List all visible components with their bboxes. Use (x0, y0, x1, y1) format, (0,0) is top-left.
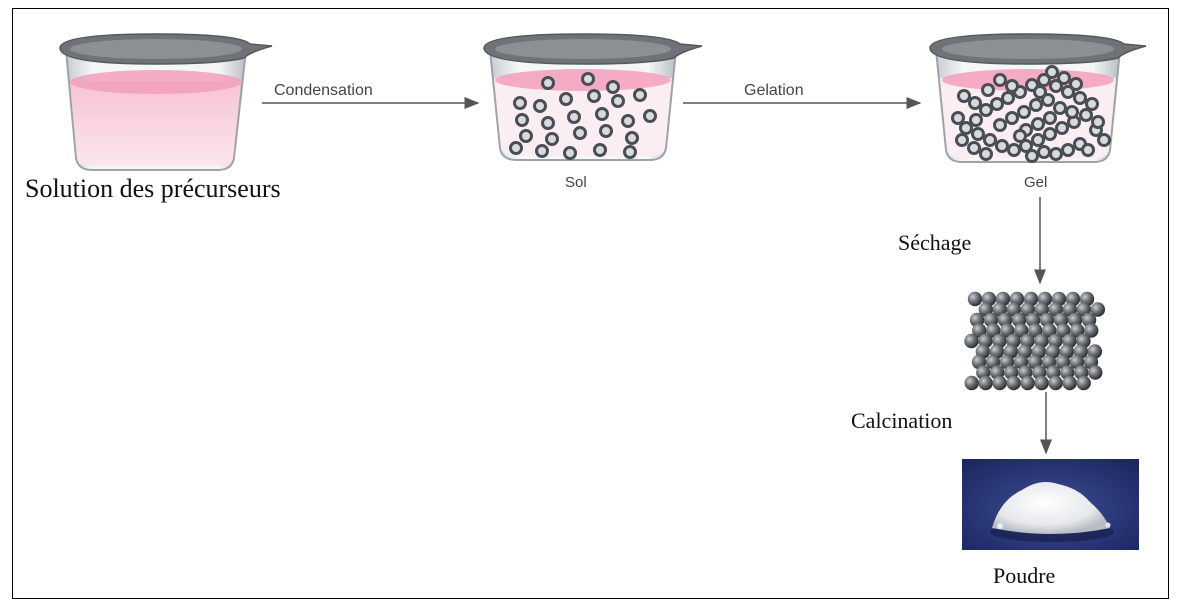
sol-particle (521, 131, 532, 142)
gel-particle (1057, 123, 1068, 134)
powder-label: Poudre (993, 563, 1055, 588)
gel-particle (969, 143, 980, 154)
sol-label: Sol (565, 174, 587, 191)
sol-particle (608, 82, 619, 93)
gel-particle (997, 141, 1008, 152)
gel-particle (1039, 147, 1050, 158)
sol-particle (535, 101, 546, 112)
solution-label: Solution des précurseurs (25, 174, 281, 203)
sol-particle (569, 112, 580, 123)
sol-particle (511, 143, 522, 154)
powder-photo (962, 459, 1139, 550)
drying-label: Séchage (898, 230, 971, 255)
gel-particle (992, 99, 1003, 110)
sol-particle (565, 148, 576, 159)
dried-particle (964, 334, 978, 348)
gel-particle (1067, 107, 1078, 118)
beaker-gel (930, 34, 1146, 162)
dried-particle (1034, 376, 1048, 390)
gel-particle (1003, 93, 1014, 104)
sol-particle (547, 134, 558, 145)
gel-particle (1045, 113, 1056, 124)
gel-particle (970, 98, 981, 109)
sol-particle (601, 126, 612, 137)
dried-particle (1088, 365, 1102, 379)
gel-particle (957, 135, 968, 146)
gel-particle (971, 115, 982, 126)
gelation-label: Gelation (744, 82, 804, 99)
sol-particle (613, 96, 624, 107)
dried-particle (1020, 376, 1034, 390)
dried-particle (968, 292, 982, 306)
sol-particle (517, 115, 528, 126)
sol-particle (623, 116, 634, 127)
gel-particle (985, 135, 996, 146)
dried-particle (978, 376, 992, 390)
gel-particle (983, 85, 994, 96)
sol-particle (635, 90, 646, 101)
gel-particle (995, 120, 1006, 131)
dried-particle (964, 376, 978, 390)
sol-particle (645, 111, 656, 122)
gel-particle (1071, 79, 1082, 90)
sol-particle (597, 109, 608, 120)
gel-particle (1045, 129, 1056, 140)
sol-particle (515, 98, 526, 109)
sol-particle (543, 118, 554, 129)
sol-particle (589, 91, 600, 102)
dried-particle (1048, 376, 1062, 390)
gel-particle (1055, 103, 1066, 114)
sol-particle (561, 94, 572, 105)
gel-particle (1087, 99, 1098, 110)
gel-particle (1031, 100, 1042, 111)
gel-particle (1051, 149, 1062, 160)
gel-particle (981, 149, 992, 160)
gel-particle (1081, 110, 1092, 121)
beaker-solution (60, 34, 272, 170)
gel-label: Gel (1024, 174, 1047, 191)
gel-particle (1019, 107, 1030, 118)
gel-particle (973, 129, 984, 140)
gel-particle (1007, 113, 1018, 124)
gel-particle (1009, 145, 1020, 156)
sol-particle (575, 128, 586, 139)
gel-particle (1059, 73, 1070, 84)
gel-particle (953, 113, 964, 124)
gel-particle (1033, 119, 1044, 130)
gel-particle (1099, 135, 1110, 146)
sol-particle (595, 145, 606, 156)
gel-particle (1007, 81, 1018, 92)
gel-particle (1027, 151, 1038, 162)
gel-particle (1075, 93, 1086, 104)
gel-particle (1015, 131, 1026, 142)
dried-particle (1062, 376, 1076, 390)
gel-particle (981, 105, 992, 116)
calcination-label: Calcination (851, 408, 952, 433)
gel-particle (1047, 67, 1058, 78)
dried-particle (1076, 376, 1090, 390)
sol-particle (543, 78, 554, 89)
dried-particle (1006, 376, 1020, 390)
dried-particle (992, 376, 1006, 390)
sol-particle (625, 147, 636, 158)
gel-particle (995, 75, 1006, 86)
gel-particle (1063, 145, 1074, 156)
gel-particle (1033, 135, 1044, 146)
gel-particle (959, 91, 970, 102)
beaker-sol (484, 34, 702, 160)
dried-particle-cluster (964, 292, 1105, 390)
sol-particle (537, 146, 548, 157)
gel-particle (1093, 117, 1104, 128)
condensation-label: Condensation (274, 82, 373, 99)
gel-particle (1035, 87, 1046, 98)
sol-particle (583, 74, 594, 85)
gel-particle (961, 123, 972, 134)
sol-particle (627, 133, 638, 144)
gel-particle (1083, 145, 1094, 156)
